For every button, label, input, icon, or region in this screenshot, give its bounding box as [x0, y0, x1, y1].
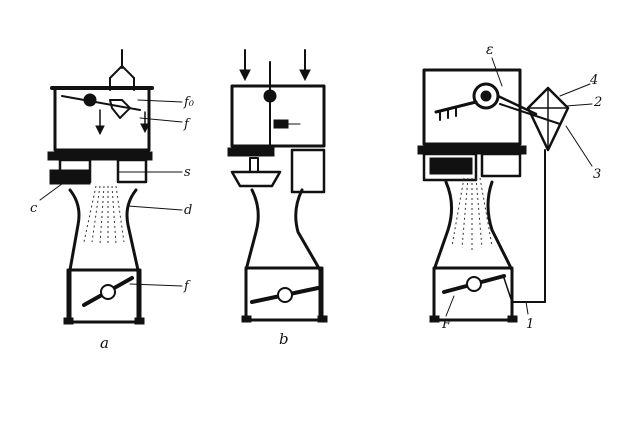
fuel-inlet-a: [109, 49, 135, 91]
label-f-lower-a: f: [183, 279, 191, 294]
label-2-c: 2: [593, 95, 602, 110]
label-s-a: s: [184, 165, 191, 180]
linkage-rod-c: [445, 149, 546, 317]
label-3-c: 3: [593, 167, 601, 182]
caption-a: a: [100, 334, 109, 352]
air-inlet-arrows-b: [239, 49, 311, 91]
leader-lines-a: [39, 117, 183, 287]
fuel-spray-a: [83, 185, 125, 245]
label-f-upper-a: f: [183, 117, 191, 132]
float-lever-a: [61, 93, 183, 136]
label-epsilon-c: ε: [486, 42, 494, 58]
venturi-body-a: [63, 188, 145, 325]
label-4-c: 4: [589, 73, 598, 88]
throttle-valve-c: [442, 274, 506, 294]
fuel-spray-c: [451, 177, 493, 250]
panel-a-carburetor: f₀ f s c d f a: [30, 49, 195, 352]
jet-block-c: [417, 145, 527, 182]
caption-b: b: [279, 330, 289, 348]
panel-c-carburetor: ε 4 2 3 F 1: [417, 42, 602, 332]
label-d-a: d: [184, 203, 192, 218]
venturi-body-c: [429, 180, 518, 323]
label-1-c: 1: [526, 317, 534, 332]
jet-block-a: [47, 151, 183, 185]
label-F-c: F: [441, 317, 452, 332]
venturi-body-b: [241, 188, 328, 323]
panel-b-carburetor: b: [227, 49, 328, 348]
throttle-valve-a: [82, 276, 134, 307]
float-chamber-b: [230, 84, 326, 149]
label-f0-a: f₀: [183, 95, 195, 110]
throttle-valve-b: [250, 286, 320, 304]
label-c-a: c: [30, 201, 38, 216]
jet-block-b: [227, 147, 326, 194]
float-chamber-c: [422, 68, 522, 146]
lever-linkage-c: [434, 57, 561, 125]
diaphragm-unit-c: [526, 83, 593, 167]
